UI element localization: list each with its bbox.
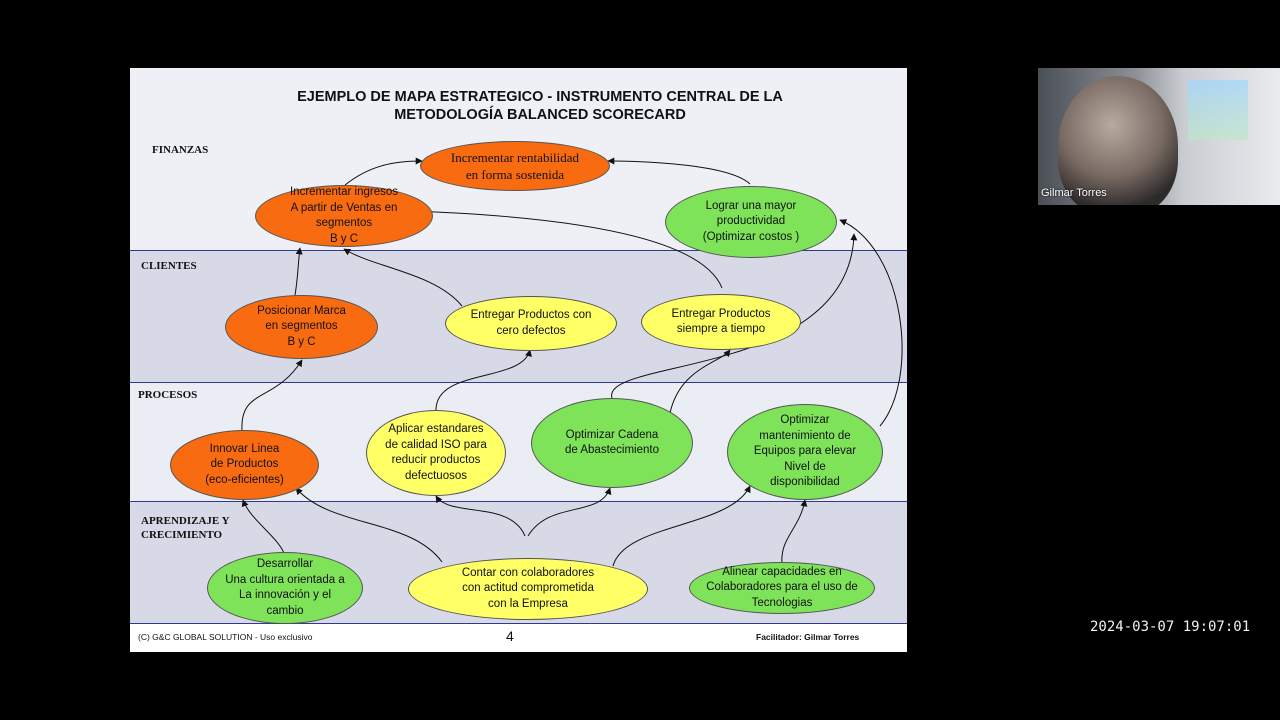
node-estandares-iso: Aplicar estandares de calidad ISO para red… <box>366 410 506 496</box>
node-posicionar-marca: Posicionar Marca en segmentos B y C <box>225 295 378 359</box>
arrow-atiempo-ingresos <box>411 207 723 289</box>
arrow-cerodefectos-ingresos <box>343 248 463 307</box>
arrow-posicionar-ingresos <box>294 247 303 296</box>
band-divider <box>130 501 907 502</box>
participant-video-window <box>1188 80 1248 140</box>
node-innovar-linea: Innovar Linea de Productos (eco-eficientes… <box>170 430 319 500</box>
node-cadena-abastecimiento: Optimizar Cadena de Abastecimiento <box>531 398 693 488</box>
node-text: Tecnologias <box>751 596 813 609</box>
slide-page-number: 4 <box>506 628 514 644</box>
recording-timestamp: 2024-03-07 19:07:01 <box>1090 619 1251 635</box>
node-text: A partir de Ventas en segmentos <box>290 201 398 230</box>
participant-name-label: Gilmar Torres <box>1041 187 1107 199</box>
arrow-capacidades-mantenimiento <box>781 499 808 564</box>
perspective-finanzas: FINANZAS <box>152 144 209 156</box>
arrow-innovar-posicionar <box>241 359 303 431</box>
node-text: Una cultura orientada a <box>225 573 345 586</box>
node-text: Posicionar Marca <box>257 304 346 317</box>
node-text: de Abastecimiento <box>565 444 659 456</box>
perspective-aprendizaje: APRENDIZAJE Y CRECIMIENTO <box>141 514 230 542</box>
node-cero-defectos: Entregar Productos con cero defectos <box>445 296 617 351</box>
slide-footer-copyright: (C) G&C GLOBAL SOLUTION - Uso exclusivo <box>138 632 313 642</box>
node-text: Equipos para elevar <box>753 445 857 458</box>
node-text: en forma sostenida <box>465 167 565 182</box>
node-text: B y C <box>287 335 316 348</box>
participant-video-silhouette <box>1058 76 1178 205</box>
arrow-mantenimiento-productividad <box>839 219 903 427</box>
node-text: de Productos <box>210 458 279 471</box>
band-divider <box>130 382 907 383</box>
node-text: Innovar Linea <box>209 442 280 455</box>
arrow-colaboradores-mantenimiento <box>612 485 751 567</box>
perspective-aprendizaje-line1: APRENDIZAJE Y <box>141 515 230 527</box>
node-text: Contar con colaboradores <box>461 566 595 579</box>
node-text: Nivel de <box>784 460 826 473</box>
node-text: Entregar Productos <box>671 307 771 320</box>
perspective-procesos: PROCESOS <box>138 389 198 401</box>
node-text: Lograr una mayor productividad <box>705 199 797 228</box>
node-text: cero defectos <box>496 324 566 337</box>
node-text: Optimizar <box>780 414 830 427</box>
node-text: Incrementar rentabilidad <box>450 150 580 165</box>
arrow-cultura-innovar <box>241 499 286 557</box>
node-text: siempre a tiempo <box>676 323 766 335</box>
perspective-aprendizaje-line2: CRECIMIENTO <box>141 529 223 541</box>
node-text: La innovación y el <box>238 589 332 601</box>
node-alinear-capacidades: Alinear capacidades en Colaboradores para… <box>689 562 875 614</box>
perspective-clientes: CLIENTES <box>141 260 197 272</box>
band-divider <box>130 250 907 251</box>
slide-title-line1: EJEMPLO DE MAPA ESTRATEGICO - INSTRUMENT… <box>297 89 783 105</box>
arrow-iso-cerodefectos <box>435 349 532 411</box>
presentation-slide: EJEMPLO DE MAPA ESTRATEGICO - INSTRUMENT… <box>130 68 907 652</box>
node-text: mantenimiento de <box>759 429 851 442</box>
arrow-cadena-atiempo <box>669 349 731 414</box>
node-text: Colaboradores para el uso de <box>706 581 858 594</box>
node-incrementar-ingresos: Incrementar ingresos A partir de Ventas e… <box>255 185 433 247</box>
arrow-colaboradores-innovar <box>295 487 443 563</box>
node-text: Desarrollar <box>256 558 314 570</box>
node-text: Alinear capacidades en <box>722 565 842 578</box>
node-text: Incrementar ingresos <box>289 186 399 198</box>
node-text: Aplicar estandares <box>388 423 484 435</box>
arrow-colaboradores-iso <box>435 495 526 537</box>
node-text: (eco-eficientes) <box>205 473 284 486</box>
node-text: de calidad ISO para <box>385 438 487 451</box>
node-text: defectuosos <box>404 469 467 482</box>
node-text: en segmentos <box>265 320 338 333</box>
node-text: reducir productos <box>391 454 481 466</box>
node-text: con actitud comprometida <box>462 582 594 595</box>
node-contar-colaboradores: Contar con colaboradores con actitud comp… <box>408 558 648 620</box>
slide-title-line2: METODOLOGÍA BALANCED SCORECARD <box>394 107 686 123</box>
node-text: (Optimizar costos ) <box>702 230 800 243</box>
node-text: B y C <box>329 232 359 245</box>
arrow-colaboradores-cadena <box>527 487 612 537</box>
node-incrementar-rentabilidad: Incrementar rentabilidad en forma sosteni… <box>420 141 610 191</box>
band-divider <box>130 623 907 624</box>
arrow-productividad-rentabilidad <box>607 157 751 185</box>
node-text: cambio <box>266 604 304 617</box>
node-text: Entregar Productos con <box>470 309 592 321</box>
connector-arrows <box>241 157 903 567</box>
node-text: con la Empresa <box>488 597 568 610</box>
node-text: disponibilidad <box>770 476 840 489</box>
slide-title: EJEMPLO DE MAPA ESTRATEGICO - INSTRUMENT… <box>230 88 850 124</box>
participant-video-tile[interactable]: Gilmar Torres <box>1038 68 1280 205</box>
node-siempre-a-tiempo: Entregar Productos siempre a tiempo <box>641 294 801 350</box>
slide-footer-facilitator: Facilitador: Gilmar Torres <box>756 632 860 642</box>
node-mayor-productividad: Lograr una mayor productividad (Optimizar… <box>665 186 837 258</box>
node-text: Optimizar Cadena <box>565 428 659 441</box>
node-optimizar-mantenimiento: Optimizar mantenimiento de Equipos para el… <box>727 404 883 500</box>
arrow-ingresos-rentabilidad <box>344 157 423 186</box>
